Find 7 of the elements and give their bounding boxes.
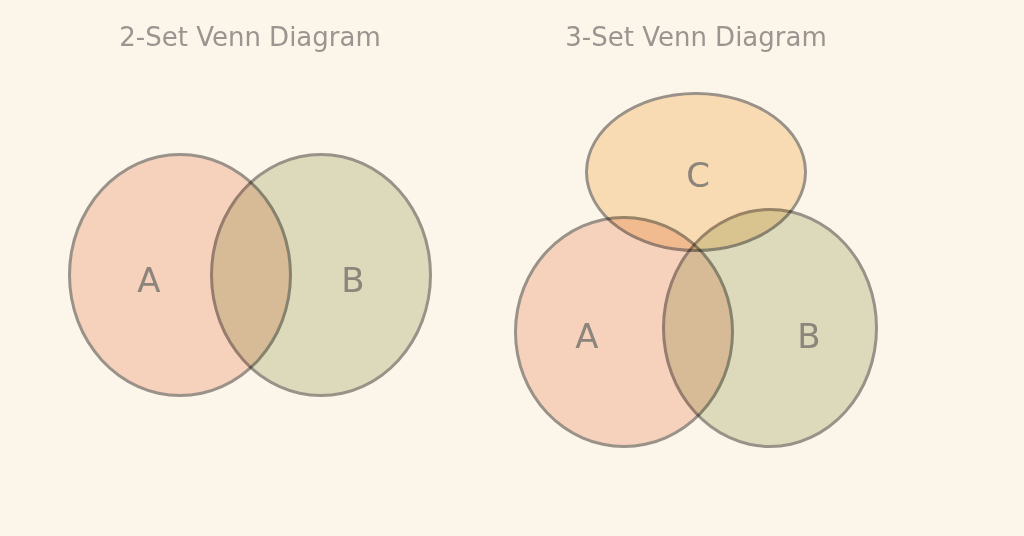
set-label: C [686,158,710,192]
set-label: A [137,263,161,297]
set-label: B [797,319,821,353]
set-label: B [341,263,365,297]
set-label: A [575,319,599,353]
diagram-heading: 2-Set Venn Diagram [118,22,382,52]
diagram-heading: 3-Set Venn Diagram [564,22,828,52]
